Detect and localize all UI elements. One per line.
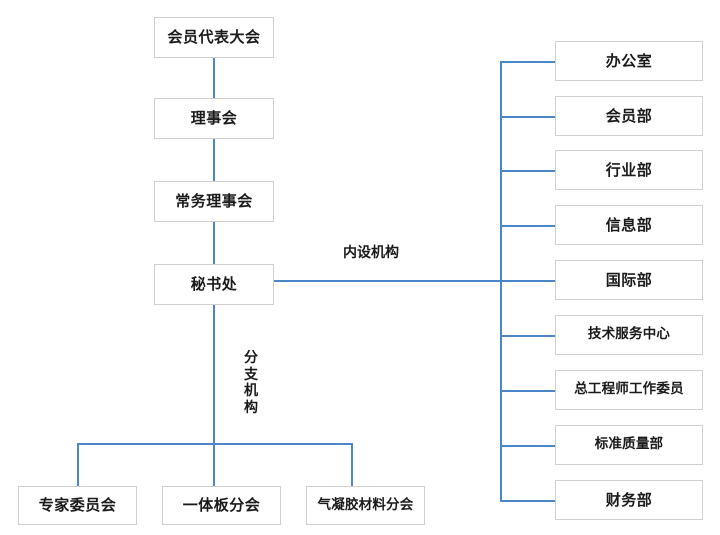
node-secretariat[interactable]: 秘书处 bbox=[154, 264, 274, 305]
connector-standing-to-secretariat bbox=[213, 221, 215, 264]
node-information-dept[interactable]: 信息部 bbox=[555, 205, 703, 245]
connector-internal-6 bbox=[500, 390, 555, 392]
node-standard-quality-dept[interactable]: 标准质量部 bbox=[555, 425, 703, 465]
node-council[interactable]: 理事会 bbox=[154, 98, 274, 139]
connector-internal-7 bbox=[500, 445, 555, 447]
connector-internal-3 bbox=[500, 225, 555, 227]
connector-assembly-to-council bbox=[213, 58, 215, 98]
node-technical-service-center[interactable]: 技术服务中心 bbox=[555, 315, 703, 355]
connector-branch-2 bbox=[351, 443, 353, 486]
node-finance-dept[interactable]: 财务部 bbox=[555, 480, 703, 520]
node-standing-council[interactable]: 常务理事会 bbox=[154, 181, 274, 222]
connector-internal-4 bbox=[500, 280, 555, 282]
node-expert-committee[interactable]: 专家委员会 bbox=[18, 486, 137, 525]
connector-internal-8 bbox=[500, 500, 555, 502]
node-aerogel-material-branch[interactable]: 气凝胶材料分会 bbox=[306, 486, 425, 525]
connector-branch-1 bbox=[213, 443, 215, 486]
connector-secretariat-to-branch-bus bbox=[213, 305, 215, 444]
node-membership-dept[interactable]: 会员部 bbox=[555, 96, 703, 136]
connector-internal-0 bbox=[500, 61, 555, 63]
label-branch-organizations: 分支机构 bbox=[244, 350, 258, 416]
node-member-assembly[interactable]: 会员代表大会 bbox=[154, 17, 274, 58]
connector-council-to-standing bbox=[213, 139, 215, 181]
connector-secretariat-to-internal-trunk bbox=[274, 280, 555, 282]
connector-branch-0 bbox=[77, 443, 79, 486]
label-internal-departments: 内设机构 bbox=[343, 245, 399, 261]
node-industry-dept[interactable]: 行业部 bbox=[555, 150, 703, 190]
node-integrated-board-branch[interactable]: 一体板分会 bbox=[162, 486, 281, 525]
connector-internal-2 bbox=[500, 170, 555, 172]
connector-internal-1 bbox=[500, 116, 555, 118]
node-chief-engineer-committee[interactable]: 总工程师工作委员 bbox=[555, 370, 703, 410]
node-office[interactable]: 办公室 bbox=[555, 41, 703, 81]
branch-bus-horizontal bbox=[77, 443, 352, 445]
node-international-dept[interactable]: 国际部 bbox=[555, 260, 703, 300]
connector-internal-5 bbox=[500, 335, 555, 337]
